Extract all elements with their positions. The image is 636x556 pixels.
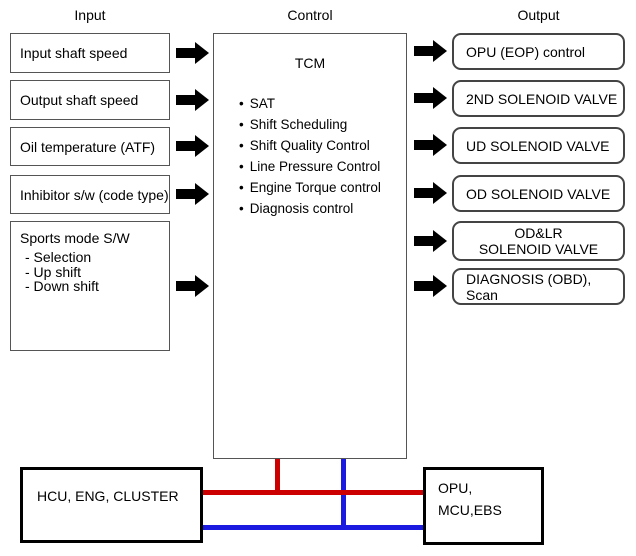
input-column-header: Input [74, 7, 106, 23]
input-box-input-shaft-speed: Input shaft speed [10, 33, 170, 73]
output-box-label: OD SOLENOID VALVE [466, 185, 611, 202]
arrow-right-icon [414, 40, 447, 62]
output-box-label: OD&LR SOLENOID VALVE [478, 225, 599, 257]
output-box-label: UD SOLENOID VALVE [466, 137, 610, 154]
input-box-output-shaft-speed: Output shaft speed [10, 80, 170, 120]
arrow-right-icon [414, 134, 447, 156]
input-box-label: Sports mode S/W [20, 230, 130, 246]
arrow-right-icon [176, 135, 209, 157]
tcm-function-item: •Engine Torque control [239, 180, 381, 195]
arrow-right-icon [414, 230, 447, 252]
input-box-oil-temperature: Oil temperature (ATF) [10, 127, 170, 166]
tcm-title: TCM [294, 55, 326, 71]
output-box-opu-eop-control: OPU (EOP) control [452, 33, 625, 70]
output-box-diagnosis-obd-scan: DIAGNOSIS (OBD), Scan [452, 268, 625, 305]
red-bus-vertical-line [275, 459, 280, 495]
sports-mode-sub-item: - Selection [25, 249, 92, 265]
tcm-function-item: •Shift Quality Control [239, 138, 370, 153]
opu-box-label-line2: MCU,EBS [438, 502, 502, 518]
tcm-control-box: TCM •SAT •Shift Scheduling •Shift Qualit… [213, 33, 407, 459]
input-box-label: Input shaft speed [20, 45, 128, 61]
sports-mode-sub-item: - Down shift [25, 278, 99, 294]
input-box-inhibitor-switch: Inhibitor s/w (code type) [10, 175, 170, 214]
tcm-function-item: •SAT [239, 96, 275, 111]
tcm-function-item: •Diagnosis control [239, 201, 354, 216]
output-box-od-solenoid-valve: OD SOLENOID VALVE [452, 175, 625, 212]
input-box-label: Inhibitor s/w (code type) [20, 186, 169, 203]
control-column-header: Control [287, 7, 333, 23]
input-box-label: Output shaft speed [20, 92, 139, 108]
opu-mcu-ebs-box: OPU, MCU,EBS [423, 467, 544, 545]
arrow-right-icon [414, 275, 447, 297]
input-box-label: Oil temperature (ATF) [20, 138, 156, 155]
arrow-right-icon [414, 182, 447, 204]
arrow-right-icon [414, 87, 447, 109]
output-box-label: 2ND SOLENOID VALVE [466, 90, 618, 107]
sports-mode-sub-item: - Up shift [25, 263, 82, 280]
output-column-header: Output [517, 7, 560, 23]
output-box-label: DIAGNOSIS (OBD), Scan [466, 270, 592, 303]
arrow-right-icon [176, 275, 209, 297]
tcm-function-item: •Line Pressure Control [239, 159, 381, 174]
output-box-odlr-solenoid-valve: OD&LR SOLENOID VALVE [452, 221, 625, 261]
blue-bus-horizontal-line [203, 525, 423, 530]
arrow-right-icon [176, 42, 209, 64]
hcu-eng-cluster-box: HCU, ENG, CLUSTER [20, 467, 203, 543]
tcm-function-item: •Shift Scheduling [239, 117, 348, 132]
input-box-sports-mode: Sports mode S/W - Selection - Up shift -… [10, 221, 170, 351]
tcm-function-list: •SAT •Shift Scheduling •Shift Quality Co… [214, 93, 406, 219]
output-box-label: OPU (EOP) control [466, 43, 586, 60]
output-box-2nd-solenoid-valve: 2ND SOLENOID VALVE [452, 80, 625, 117]
output-box-ud-solenoid-valve: UD SOLENOID VALVE [452, 127, 625, 164]
red-bus-horizontal-line [203, 490, 423, 495]
arrow-right-icon [176, 89, 209, 111]
hcu-box-label: HCU, ENG, CLUSTER [37, 488, 179, 504]
arrow-right-icon [176, 183, 209, 205]
opu-box-label-line1: OPU, [438, 480, 473, 496]
